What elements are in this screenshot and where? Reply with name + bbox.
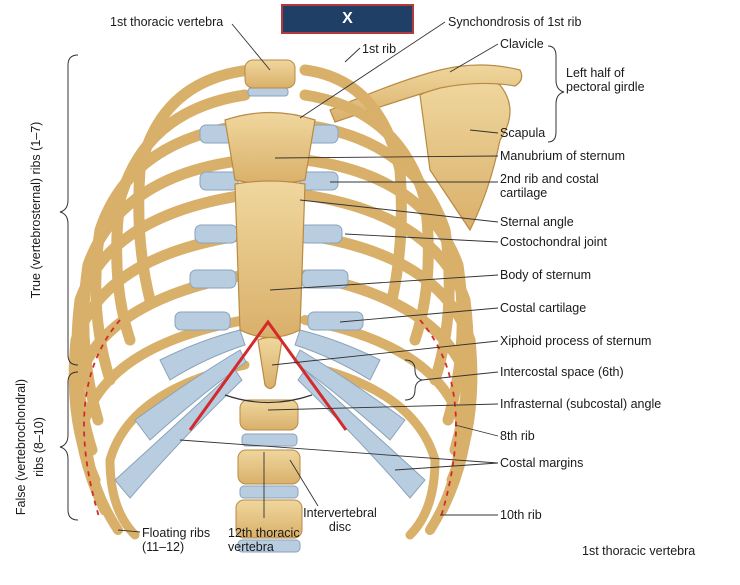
manubrium-shape (224, 111, 316, 185)
infrasternal-angle-marker (188, 319, 348, 431)
sternum-body-shape (234, 180, 306, 339)
label-costochondral-joint: Costochondral joint (500, 235, 608, 249)
label-true-ribs: True (vertebrosternal) ribs (1–7) (29, 121, 43, 299)
label-infrasternal-angle: Infrasternal (subcostal) angle (500, 397, 662, 411)
label-costal-cartilage: Costal cartilage (500, 301, 587, 315)
label-2nd-rib: 2nd rib and costal cartilage (500, 172, 599, 200)
label-1st-thoracic-vertebra-bottom: 1st thoracic vertebra (582, 544, 696, 558)
label-sternal-angle: Sternal angle (500, 215, 574, 229)
label-intervertebral-disc: Intervertebral disc (303, 506, 377, 534)
vertebral-column (235, 59, 303, 553)
label-body-of-sternum: Body of sternum (500, 268, 592, 282)
label-floating-ribs: Floating ribs (11–12) (142, 526, 211, 554)
label-pectoral-girdle: Left half of pectoral girdle (566, 66, 645, 94)
label-8th-rib: 8th rib (500, 429, 535, 443)
question-box: X (281, 4, 414, 34)
pectoral-girdle-bracket (547, 45, 565, 143)
sternum (224, 111, 316, 390)
ribs-right (299, 64, 478, 540)
label-false-ribs-line1: False (vertebrochondral) (14, 378, 28, 516)
leader-lines (117, 21, 499, 533)
label-synchondrosis: Synchondrosis of 1st rib (448, 15, 582, 29)
ribs-left (68, 64, 256, 540)
label-costal-margins: Costal margins (500, 456, 584, 470)
false-rib-dashed-outline (83, 319, 121, 521)
xiphoid-shape (257, 336, 283, 390)
label-clavicle: Clavicle (500, 37, 544, 51)
label-1st-rib: 1st rib (362, 42, 397, 56)
label-false-ribs-line2: ribs (8–10) (32, 417, 46, 477)
clavicle-shape (329, 64, 523, 123)
label-intercostal-space: Intercostal space (6th) (500, 365, 624, 379)
label-12th-thoracic-vertebra: 12th thoracic vertebra (228, 526, 300, 554)
angle-arc (224, 394, 313, 404)
label-10th-rib: 10th rib (500, 508, 542, 522)
label-1st-thoracic-vertebra-top: 1st thoracic vertebra (110, 15, 224, 29)
label-xiphoid: Xiphoid process of sternum (500, 334, 652, 348)
true-ribs-bracket (59, 54, 79, 366)
false-ribs-bracket (59, 371, 79, 521)
label-scapula: Scapula (500, 126, 546, 140)
label-manubrium: Manubrium of sternum (500, 149, 626, 163)
